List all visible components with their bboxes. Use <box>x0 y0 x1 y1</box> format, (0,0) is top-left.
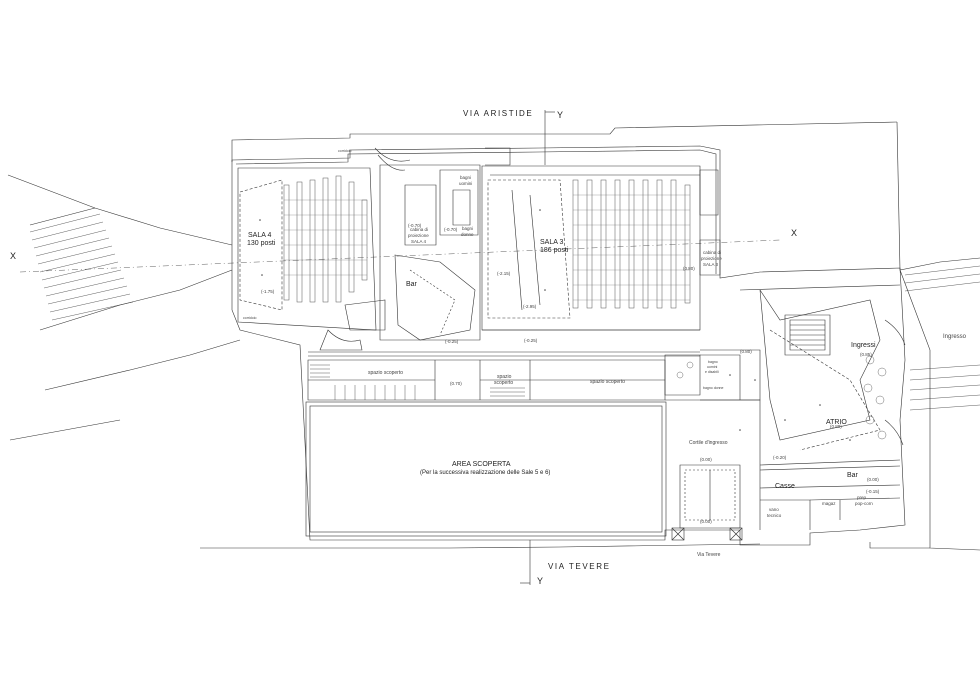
bagni-uomini-line2: uomini <box>459 181 473 186</box>
bagni-donne-line1: bagni <box>462 226 474 231</box>
level-mark: (-0.15) <box>866 489 880 494</box>
street-edge-south <box>200 543 761 549</box>
bagno-uomini-line3: e disabili <box>705 370 719 374</box>
cabina3-line3: SALA 3 <box>703 262 719 267</box>
sala4-seating <box>283 175 368 303</box>
casse-label: Casse <box>775 483 795 490</box>
street-edge-right <box>896 121 980 271</box>
bagno-uomini-line2: uomini <box>707 365 718 369</box>
sala3-walls <box>481 165 701 331</box>
bagno-uomini-line1: bagno <box>708 360 718 364</box>
cabina4-line3: SALA 4 <box>411 239 427 244</box>
level-mark: (-0.25) <box>445 339 459 344</box>
level-mark: (-2.15) <box>497 271 511 276</box>
axis-y-bottom-label: Y <box>537 576 544 586</box>
cabina4-line2: proiezione <box>408 233 429 238</box>
street-label-north: VIA ARISTIDE <box>463 109 534 118</box>
level-mark: (-1.75) <box>261 289 275 294</box>
level-mark: (0.80) <box>740 349 752 354</box>
sala3-seating <box>572 179 691 309</box>
level-mark: (-0.20) <box>773 455 787 460</box>
level-mark: (0.00) <box>700 457 712 462</box>
cabina4-line1: cabina di <box>410 227 429 232</box>
street-label-south-small: Via Tevere <box>697 552 721 558</box>
prep-line1: prep. <box>857 495 868 500</box>
vano-line1: vano <box>769 507 779 512</box>
street-edge-north <box>231 121 898 162</box>
magaz-label: magaz <box>822 501 836 506</box>
area-scoperta-outline <box>309 405 663 533</box>
level-mark: (-0.70) <box>408 223 422 228</box>
level-mark: (0.00) <box>700 519 712 524</box>
sala4-seats: 130 posti <box>247 240 276 247</box>
spazio-scoperto-3: spazio scoperto <box>590 379 626 385</box>
level-mark: (0.80) <box>830 424 842 429</box>
cabina3-line2: proiezione <box>701 256 722 261</box>
atrio-label: ATRIO <box>826 419 847 426</box>
bar-left-label: Bar <box>406 281 417 288</box>
vano-line2: tecnico <box>767 513 782 518</box>
level-mark: (-2.95) <box>523 304 537 309</box>
building-outline <box>231 145 906 546</box>
street-label-south: VIA TEVERE <box>548 562 611 571</box>
spazio-scoperto-2-line1: spazio <box>497 374 512 380</box>
level-mark: (0.80) <box>683 266 695 271</box>
area-scoperta-subtitle: (Per la successiva realizzazione delle S… <box>420 470 551 476</box>
axis-y-top-label: Y <box>557 110 564 120</box>
sala4-name: SALA 4 <box>248 232 272 239</box>
bagni-donne-line2: donne <box>461 232 474 237</box>
axis-x-line <box>19 239 781 273</box>
sala3-seats: 186 posti <box>540 247 569 254</box>
ingressi-label: Ingressi <box>851 342 876 349</box>
level-mark: (-0.70) <box>444 227 458 232</box>
bagno-donne-right: bagno donne <box>703 386 724 390</box>
cabina3-line1: cabina di <box>703 250 722 255</box>
spazio-scoperto-2-line2: scoperto <box>494 380 514 386</box>
axis-x-left-label: X <box>10 251 17 261</box>
bagni-uomini-line1: bagni <box>460 175 472 180</box>
sala3-name: SALA 3 <box>540 239 564 246</box>
exterior-ramp-left <box>7 174 233 246</box>
axis-x-right-label: X <box>791 228 798 238</box>
corridoio-note-2: corridoio <box>243 316 257 320</box>
level-mark: (0.00) <box>867 477 879 482</box>
area-scoperta-title: AREA SCOPERTA <box>452 461 511 468</box>
level-mark: (0.85) <box>860 352 872 357</box>
ingresso-label: Ingresso <box>943 334 967 340</box>
prep-line2: pop-corn <box>855 501 873 506</box>
bar-right-label: Bar <box>847 472 858 479</box>
corridoio-note: corridoio <box>338 149 352 153</box>
level-mark: (0.70) <box>450 381 462 386</box>
cortile-label: Cortile d'ingresso <box>689 440 728 446</box>
level-mark: (-0.25) <box>524 338 538 343</box>
sala4-walls <box>237 167 377 331</box>
spazio-scoperto-1: spazio scoperto <box>368 370 404 376</box>
